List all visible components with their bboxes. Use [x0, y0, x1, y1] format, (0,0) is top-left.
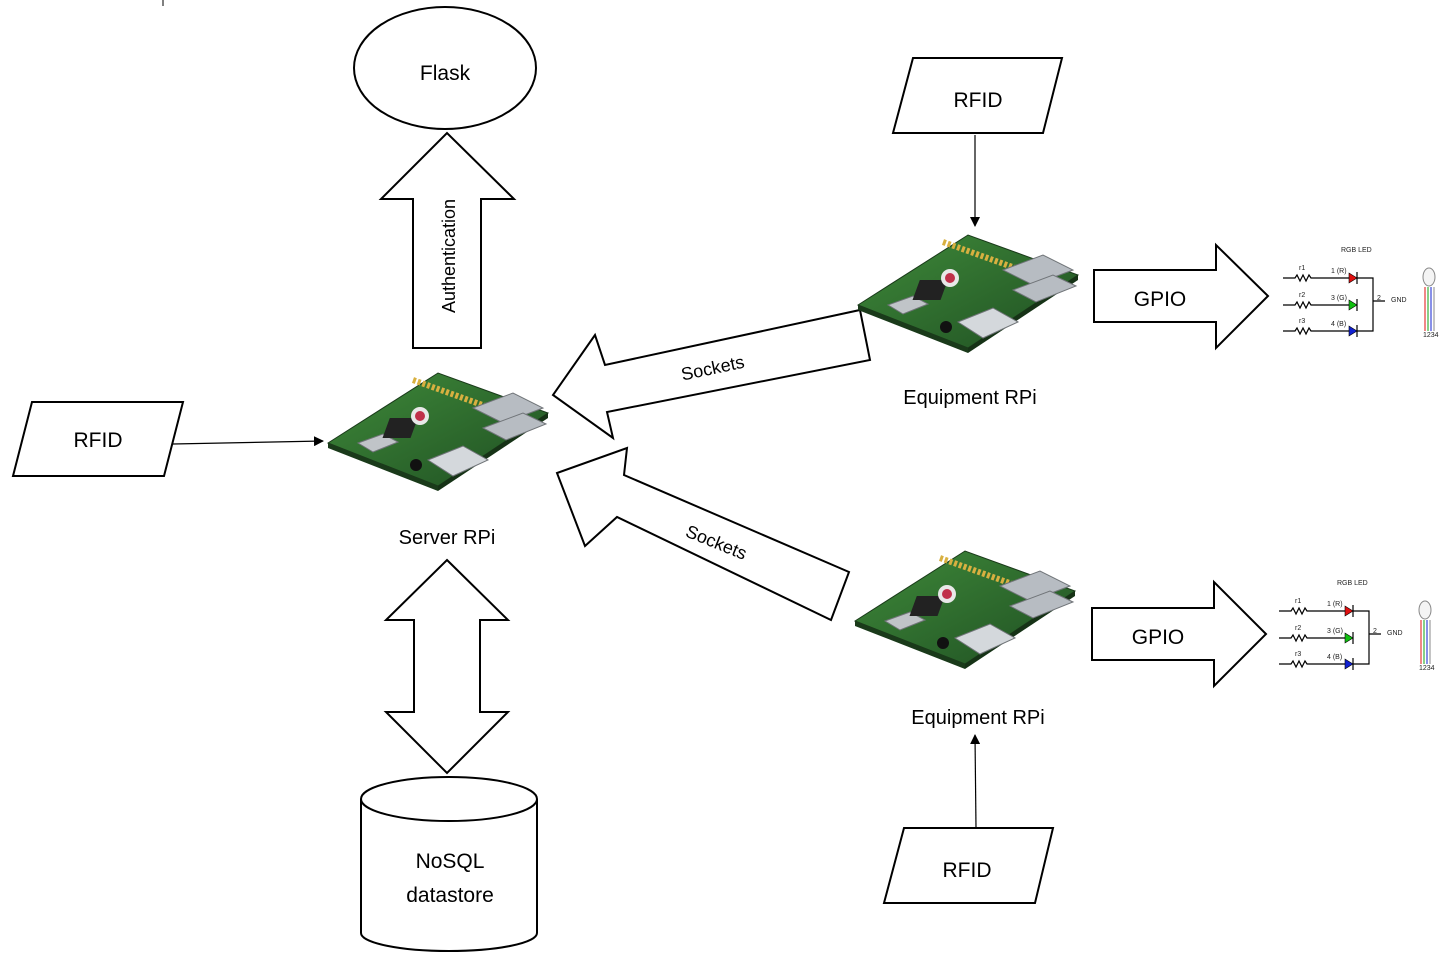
r3-label: r3	[1295, 651, 1301, 658]
rfid-bottom-connector	[970, 734, 981, 829]
flask-label: Flask	[420, 62, 471, 85]
r2-label: r2	[1295, 625, 1301, 632]
gnd-label: GND	[1387, 630, 1403, 637]
gnd-label: GND	[1391, 297, 1407, 304]
r1-label: r1	[1295, 598, 1301, 605]
pin4-label: 4 (B)	[1327, 654, 1342, 661]
pin1-label: 1 (R)	[1327, 601, 1343, 608]
pin2-label: 2	[1377, 295, 1381, 302]
gpio-bottom-label: GPIO	[1132, 626, 1185, 649]
server-rpi-board-image	[326, 372, 550, 491]
datastore-label-line2: datastore	[406, 884, 494, 907]
equipment-top-board-image	[856, 234, 1080, 353]
sockets-bottom-arrow: Sockets	[555, 446, 851, 622]
gpio-top-label: GPIO	[1134, 288, 1187, 311]
flask-node: Flask	[353, 6, 537, 130]
rfid-left-label: RFID	[74, 429, 123, 452]
pin3-label: 3 (G)	[1327, 628, 1343, 635]
gpio-top-arrow: GPIO	[1093, 242, 1270, 351]
rfid-bottom-node: RFID	[882, 827, 1055, 904]
datastore-label-line1: NoSQL	[416, 850, 485, 873]
equipment-top-label: Equipment RPi	[903, 387, 1036, 409]
authentication-label: Authentication	[439, 199, 459, 313]
server-rpi-label: Server RPi	[399, 527, 496, 549]
part-label: 1234	[1423, 332, 1439, 339]
r1-label: r1	[1299, 265, 1305, 272]
rfid-left-node: RFID	[11, 401, 185, 477]
pin3-label: 3 (G)	[1331, 295, 1347, 302]
rfid-left-connector	[172, 436, 324, 447]
led-schematic-top: RGB LED r1 r2 r3 1 (R) 3 (G) 4 (B) 2 GND…	[1283, 247, 1439, 339]
authentication-arrow: Authentication	[378, 131, 517, 349]
led-title-top: RGB LED	[1341, 247, 1372, 254]
gpio-bottom-arrow: GPIO	[1091, 579, 1268, 689]
led-title-bottom: RGB LED	[1337, 580, 1368, 587]
equipment-bottom-board-image	[853, 550, 1077, 669]
rfid-top-node: RFID	[891, 57, 1064, 134]
pin4-label: 4 (B)	[1331, 321, 1346, 328]
part-label: 1234	[1419, 665, 1435, 672]
rfid-bottom-label: RFID	[943, 859, 992, 882]
sockets-top-arrow: Sockets	[551, 308, 872, 441]
led-schematic-bottom: RGB LED r1 r2 r3 1 (R) 3 (G) 4 (B) 2 GND…	[1279, 580, 1435, 672]
nosql-datastore-node: NoSQL datastore	[360, 776, 538, 952]
rfid-top-label: RFID	[954, 89, 1003, 112]
datastore-double-arrow	[383, 558, 511, 775]
equipment-bottom-label: Equipment RPi	[911, 707, 1044, 729]
r3-label: r3	[1299, 318, 1305, 325]
pin2-label: 2	[1373, 628, 1377, 635]
r2-label: r2	[1299, 292, 1305, 299]
pin1-label: 1 (R)	[1331, 268, 1347, 275]
